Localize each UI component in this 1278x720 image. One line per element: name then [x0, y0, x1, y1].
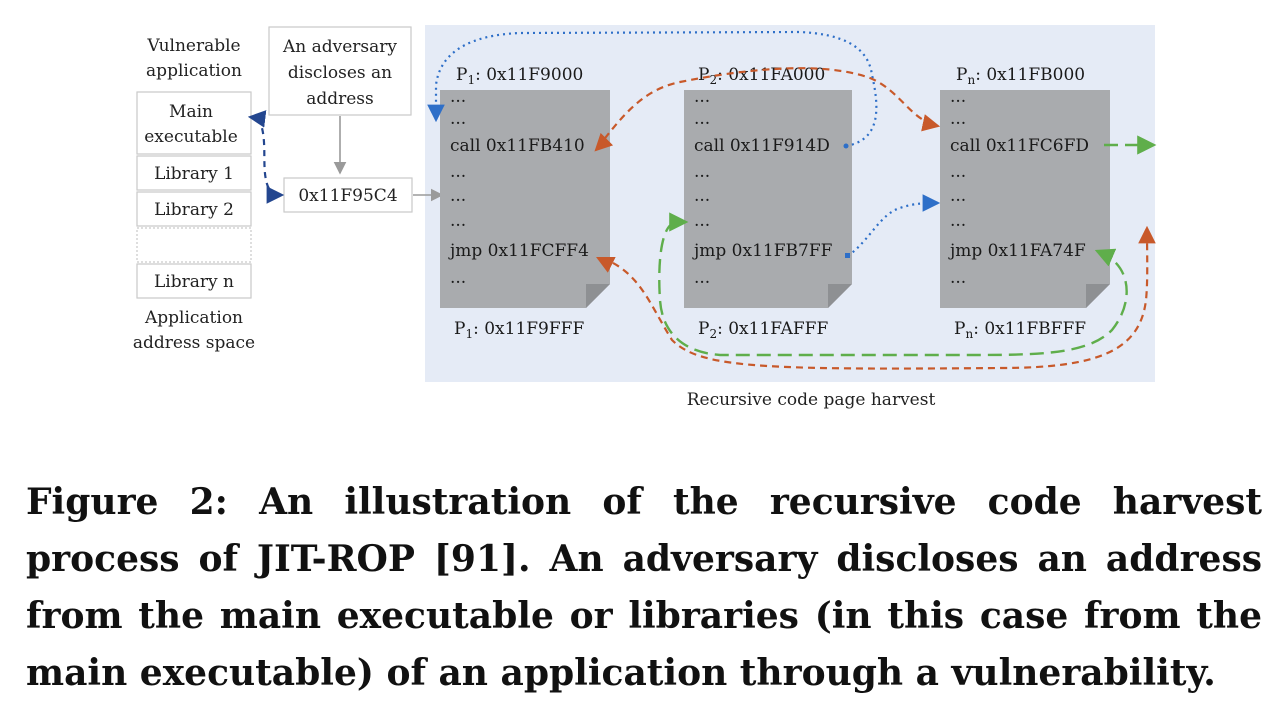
page-2-line-5: ... [694, 186, 710, 206]
page-2-line-2: ... [694, 109, 710, 129]
page-code-lines: ...... call 0x11FB410......... jmp 0x11FCF… [448, 87, 1089, 288]
page-3-line-8: ... [950, 268, 966, 288]
page-3-line-2: ... [950, 109, 966, 129]
page-p2-start: P2: 0x11FA000 [698, 65, 825, 87]
adversary-line-3: address [306, 89, 374, 109]
adversary-line-2: discloses an [288, 63, 392, 83]
segment-main-label-1: Main [169, 102, 213, 122]
pn-jmp-marker [1094, 248, 1117, 267]
address-space-heading-1: Vulnerable [146, 36, 240, 56]
page-2-line-1: ... [694, 87, 710, 107]
p1-jmp-marker [596, 257, 616, 273]
disclosed-address: 0x11F95C4 [298, 186, 397, 206]
page-p2 [684, 90, 852, 308]
p2-jmp-square [845, 253, 850, 258]
jit-rop-diagram: Vulnerable application Main executable L… [133, 25, 1157, 410]
address-space: Vulnerable application Main executable L… [133, 36, 255, 353]
address-space-footer-1: Application [144, 308, 243, 328]
adversary-line-1: An adversary [282, 37, 397, 57]
page-p1-start: P1: 0x11F9000 [456, 65, 583, 87]
page-2-line-3: call 0x11F914D [694, 136, 830, 156]
page-p1-end: P1: 0x11F9FFF [454, 319, 584, 341]
page-p2-end: P2: 0x11FAFFF [698, 319, 828, 341]
page-3-line-4: ... [950, 162, 966, 182]
address-space-heading-2: application [146, 61, 242, 81]
address-space-footer-2: address space [133, 333, 255, 353]
page-3-line-7: jmp 0x11FA74F [948, 241, 1086, 261]
main-exec-to-address-path [257, 117, 285, 204]
p1-call-marker [594, 132, 614, 152]
page-2-line-6: ... [694, 211, 710, 231]
page-pn-end: Pn: 0x11FBFFF [954, 319, 1086, 341]
page-pn [940, 90, 1110, 308]
page-3-line-5: ... [950, 186, 966, 206]
p2-call-to-p1-path [427, 30, 878, 148]
page-1-line-7: jmp 0x11FCFF4 [448, 241, 589, 261]
page-1-line-2: ... [450, 109, 466, 129]
page-1-line-3: call 0x11FB410 [450, 136, 585, 156]
page-3-line-6: ... [950, 211, 966, 231]
segment-library-n [136, 263, 252, 299]
p1-call-to-pn-path [596, 67, 941, 149]
harvest-label: Recursive code page harvest [687, 390, 936, 410]
page-2-line-4: ... [694, 162, 710, 182]
segment-main-executable [136, 91, 252, 155]
page-1-line-4: ... [450, 162, 466, 182]
figure-caption: Figure 2: An illustration of the recursi… [26, 481, 1262, 694]
segment-blank [136, 227, 252, 263]
page-1-line-6: ... [450, 211, 466, 231]
segment-library-2-label: Library 2 [154, 200, 234, 220]
main-exec-marker [247, 110, 267, 128]
segment-library-1 [136, 155, 252, 191]
p1-jmp-loop-path [601, 225, 1156, 370]
page-pn-start: Pn: 0x11FB000 [956, 65, 1085, 87]
segment-library-n-label: Library n [154, 272, 234, 292]
page-3-line-1: ... [950, 87, 966, 107]
page-1-line-1: ... [450, 87, 466, 107]
segment-main-label-2: executable [144, 127, 238, 147]
page-3-line-3: call 0x11FC6FD [950, 136, 1089, 156]
disclosed-address-box: 0x11F95C4 [283, 177, 413, 213]
segment-library-2 [136, 191, 252, 227]
adversary-box: An adversary discloses an address [268, 26, 412, 116]
page-1-line-5: ... [450, 186, 466, 206]
page-2-line-8: ... [694, 268, 710, 288]
page-1-line-8: ... [450, 268, 466, 288]
segment-library-1-label: Library 1 [154, 164, 234, 184]
p2-call-dot [843, 143, 849, 149]
page-p1 [440, 90, 610, 308]
pn-jmp-to-p2-path [658, 212, 1128, 357]
page-2-line-7: jmp 0x11FB7FF [692, 241, 833, 261]
